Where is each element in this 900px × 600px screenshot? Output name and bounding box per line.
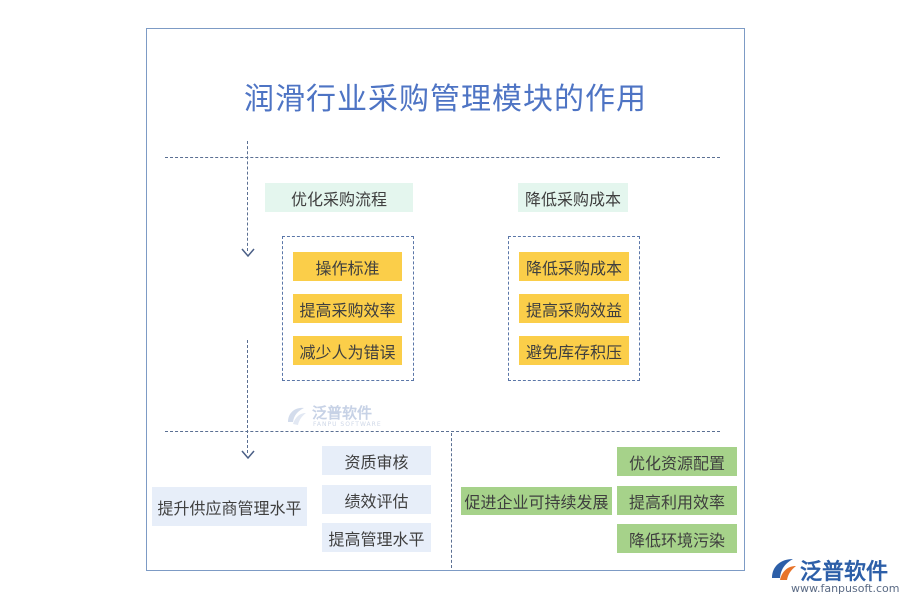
middle-separator	[165, 431, 720, 432]
arrow-down-icon	[241, 248, 255, 258]
arrow-down-icon	[241, 450, 255, 460]
section2-divider	[451, 433, 452, 568]
sustainability-item: 降低环境污染	[617, 524, 737, 553]
flow-line-upper	[247, 141, 248, 251]
fanpu-watermark-icon	[288, 407, 306, 425]
top-separator	[165, 157, 720, 158]
cost-group	[508, 236, 640, 381]
diagram-title: 润滑行业采购管理模块的作用	[244, 82, 647, 117]
process-item: 减少人为错误	[293, 336, 402, 365]
watermark-subtext: FANPU SOFTWARE	[313, 421, 382, 428]
process-item: 操作标准	[293, 252, 402, 281]
brand-logo: 泛普软件 www.fanpusoft.com	[769, 554, 900, 595]
process-header: 优化采购流程	[265, 183, 413, 212]
cost-item: 避免库存积压	[519, 336, 629, 365]
supplier-main: 提升供应商管理水平	[152, 487, 307, 526]
supplier-item: 提高管理水平	[322, 523, 431, 552]
logo-url: www.fanpusoft.com	[791, 582, 900, 595]
cost-item: 提高采购效益	[519, 294, 629, 323]
supplier-item: 绩效评估	[322, 485, 431, 514]
fanpu-logo-icon	[772, 559, 796, 580]
sustainability-item: 优化资源配置	[617, 447, 737, 476]
diagram-frame	[146, 28, 745, 571]
cost-header: 降低采购成本	[518, 183, 628, 212]
watermark: 泛普软件 FANPU SOFTWARE	[284, 402, 394, 428]
logo-text: 泛普软件	[800, 560, 889, 585]
sustainability-main: 促进企业可持续发展	[461, 487, 612, 515]
supplier-item: 资质审核	[322, 446, 431, 475]
sustainability-item: 提高利用效率	[617, 486, 737, 515]
flow-line-lower	[247, 340, 248, 453]
process-group	[282, 236, 414, 381]
cost-item: 降低采购成本	[519, 252, 629, 281]
process-item: 提高采购效率	[293, 294, 402, 323]
watermark-text: 泛普软件	[312, 404, 373, 422]
